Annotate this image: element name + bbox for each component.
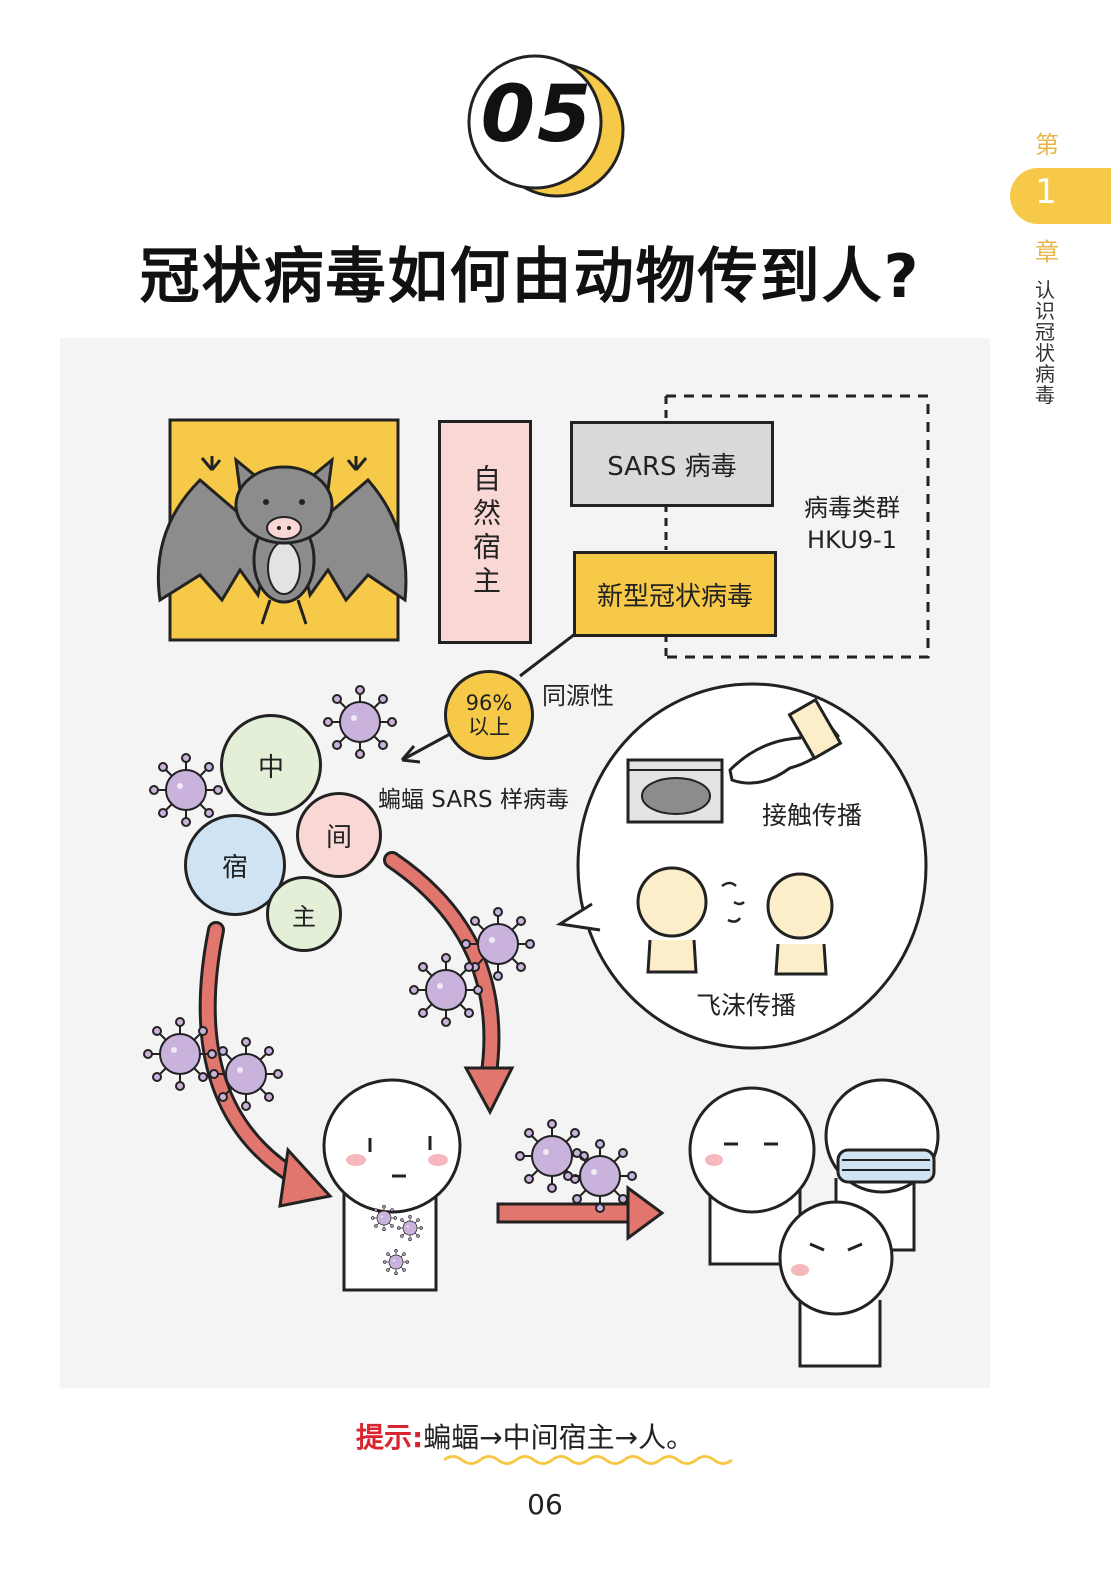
bat-illustration bbox=[156, 418, 408, 642]
contact-transmission-label: 接触传播 bbox=[762, 801, 863, 830]
chapter-section-badge bbox=[467, 54, 625, 198]
virus-group-border bbox=[666, 394, 930, 659]
page-title: 冠状病毒如何由动物传到人? bbox=[139, 242, 921, 312]
sars-virus-box: SARS 病毒 bbox=[570, 421, 774, 507]
chapter-tab bbox=[1010, 168, 1111, 224]
intermediate-host-circle-1: 中 bbox=[220, 714, 322, 816]
homology-percent: 96% bbox=[465, 691, 513, 715]
novel-coronavirus-box: 新型冠状病毒 bbox=[573, 551, 777, 637]
homology-label: 同源性 bbox=[542, 682, 614, 710]
homology-percent-badge: 96% 以上 bbox=[444, 670, 534, 760]
chapter-suffix: 章 bbox=[1035, 238, 1059, 266]
bat-sars-like-virus-label: 蝙蝠 SARS 样病毒 bbox=[378, 787, 569, 813]
intermediate-host-circle-4: 主 bbox=[266, 876, 342, 952]
hint-underline-wave bbox=[444, 1455, 733, 1465]
intermediate-host-circle-3: 宿 bbox=[184, 814, 286, 916]
droplet-transmission-label: 飞沫传播 bbox=[696, 991, 797, 1020]
chapter-number: 1 bbox=[1035, 172, 1057, 212]
crowd-people bbox=[688, 1078, 940, 1368]
hint-label: 提示: bbox=[356, 1421, 424, 1454]
hint-text: 蝙蝠→中间宿主→人。 bbox=[423, 1421, 695, 1454]
virus-group-title: 病毒类群 bbox=[804, 494, 900, 522]
section-number: 05 bbox=[480, 70, 594, 160]
hint-line: 提示:蝙蝠→中间宿主→人。 bbox=[356, 1416, 694, 1456]
transmission-arrows bbox=[198, 851, 665, 1241]
chapter-name: 认识冠状病毒 bbox=[1035, 278, 1055, 407]
chapter-prefix: 第 bbox=[1035, 131, 1059, 159]
infected-person bbox=[322, 1078, 462, 1292]
virus-group-id: HKU9-1 bbox=[807, 526, 897, 554]
virus-group-label: 病毒类群 HKU9-1 bbox=[782, 492, 922, 556]
natural-host-box: 自然宿主 bbox=[438, 420, 532, 644]
page-number: 06 bbox=[527, 1488, 563, 1521]
transmission-bubble bbox=[555, 682, 928, 1050]
intermediate-host-circle-2: 间 bbox=[296, 792, 382, 878]
homology-above: 以上 bbox=[468, 715, 510, 739]
